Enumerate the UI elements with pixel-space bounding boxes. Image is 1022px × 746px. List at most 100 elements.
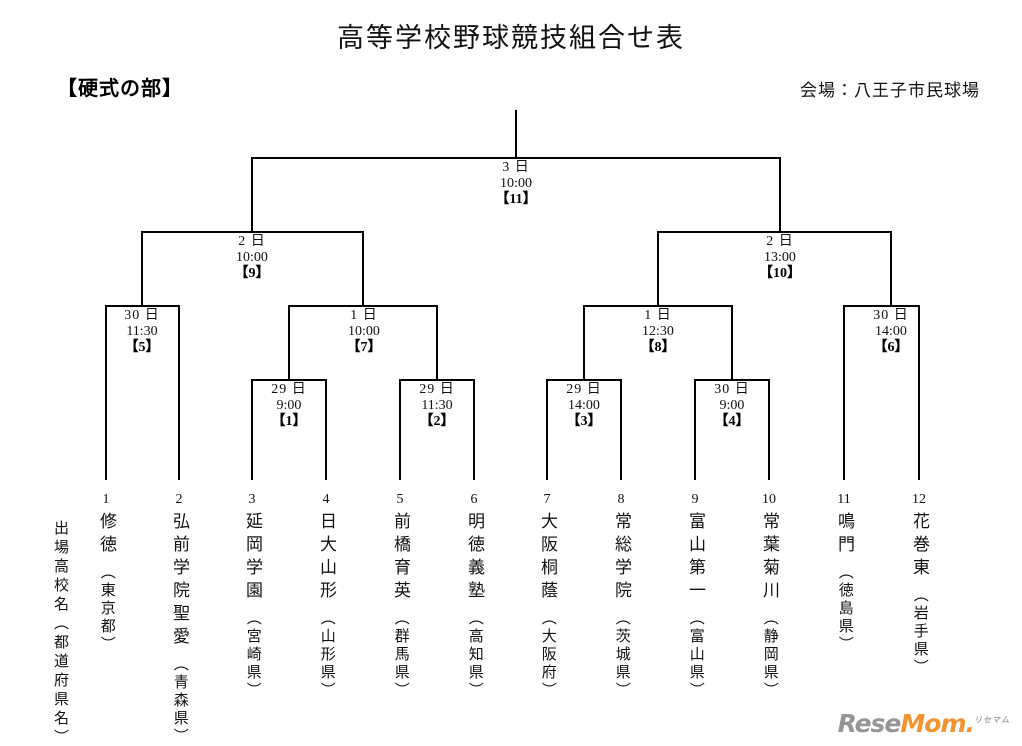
match-node-6[interactable]: 30 日 14:00 【6】 bbox=[873, 308, 909, 357]
match-day: 1 日 bbox=[644, 308, 672, 323]
team-prefecture: （高知県） bbox=[466, 610, 483, 700]
match-day: 29 日 bbox=[271, 382, 307, 397]
match-day: 29 日 bbox=[566, 382, 602, 397]
match-day: 2 日 bbox=[238, 234, 266, 249]
match-node-2[interactable]: 29 日 11:30 【2】 bbox=[419, 382, 455, 431]
watermark-lead: Rese bbox=[837, 709, 902, 738]
bracket-line-r1-4-leg-seed9 bbox=[694, 379, 696, 480]
match-node-4[interactable]: 30 日 9:00 【4】 bbox=[714, 382, 750, 431]
match-time: 14:00 bbox=[568, 398, 600, 414]
team-name: 前橋育英 bbox=[391, 512, 411, 604]
resemom-watermark: ReseMom.リセマム bbox=[838, 709, 1010, 738]
bracket-line-qf8-drop-b bbox=[731, 305, 733, 380]
match-day: 29 日 bbox=[419, 382, 455, 397]
team-prefecture: （富山県） bbox=[687, 610, 704, 700]
team-name: 花巻東 bbox=[910, 512, 930, 581]
team-prefecture: （茨城県） bbox=[613, 610, 630, 700]
match-number: 【11】 bbox=[495, 192, 537, 208]
match-day: 2 日 bbox=[766, 234, 794, 249]
seed-number-3: 3 bbox=[248, 492, 256, 507]
seed-number-11: 11 bbox=[837, 492, 851, 507]
team-entry-4[interactable]: 日大山形 （山形県） bbox=[313, 512, 339, 700]
match-node-9[interactable]: 2 日 10:00 【9】 bbox=[235, 234, 270, 283]
match-number: 【8】 bbox=[640, 340, 676, 356]
match-day: 1 日 bbox=[350, 308, 378, 323]
team-name: 明徳義塾 bbox=[465, 512, 485, 604]
team-entry-8[interactable]: 常総学院 （茨城県） bbox=[608, 512, 634, 700]
team-entry-3[interactable]: 延岡学園 （宮崎県） bbox=[239, 512, 265, 700]
bracket-line-qf6-leg-seed11 bbox=[843, 305, 845, 480]
match-number: 【4】 bbox=[714, 414, 750, 430]
match-time: 9:00 bbox=[276, 398, 302, 414]
venue-label: 会場：八王子市民球場 bbox=[800, 81, 980, 100]
seed-number-12: 12 bbox=[912, 492, 926, 507]
seed-number-8: 8 bbox=[617, 492, 625, 507]
team-name: 大阪桐蔭 bbox=[538, 512, 558, 604]
team-prefecture: （山形県） bbox=[318, 610, 335, 700]
bracket-line-r1-2-leg-seed6 bbox=[473, 379, 475, 480]
seed-number-4: 4 bbox=[322, 492, 330, 507]
team-name: 常総学院 bbox=[612, 512, 632, 604]
bracket-line-qf7-drop-a bbox=[288, 305, 290, 380]
bracket-line-qf6-horizontal bbox=[843, 305, 920, 307]
bracket-line-r1-1-leg-seed3 bbox=[251, 379, 253, 480]
team-entry-12[interactable]: 花巻東 （岩手県） bbox=[906, 512, 932, 677]
team-name: 常葉菊川 bbox=[760, 512, 780, 604]
bracket-line-qf5-leg-seed2 bbox=[178, 305, 180, 480]
match-time: 11:30 bbox=[421, 398, 453, 414]
match-node-1[interactable]: 29 日 9:00 【1】 bbox=[271, 382, 307, 431]
watermark-tail: Mom. bbox=[900, 709, 975, 738]
bracket-line-semi-right-drop-a bbox=[657, 231, 659, 306]
team-prefecture: （徳島県） bbox=[836, 564, 853, 654]
match-time: 13:00 bbox=[764, 250, 796, 266]
match-node-7[interactable]: 1 日 10:00 【7】 bbox=[347, 308, 382, 357]
team-prefecture: （岩手県） bbox=[911, 587, 928, 677]
match-node-3[interactable]: 29 日 14:00 【3】 bbox=[566, 382, 602, 431]
team-name: 修徳 bbox=[97, 512, 117, 558]
match-number: 【10】 bbox=[759, 266, 801, 282]
bracket-line-qf7-drop-b bbox=[436, 305, 438, 380]
team-prefecture: （群馬県） bbox=[392, 610, 409, 700]
team-entry-1[interactable]: 修徳 （東京都） bbox=[93, 512, 119, 654]
seed-number-10: 10 bbox=[762, 492, 776, 507]
bracket-line-qf8-horizontal bbox=[583, 305, 733, 307]
team-entry-9[interactable]: 富山第一 （富山県） bbox=[682, 512, 708, 700]
match-time: 12:30 bbox=[642, 324, 674, 340]
bracket-line-r1-4-horizontal bbox=[694, 379, 770, 381]
bracket-line-qf7-horizontal bbox=[288, 305, 438, 307]
match-node-10[interactable]: 2 日 13:00 【10】 bbox=[759, 234, 801, 283]
team-prefecture: （青森県） bbox=[171, 656, 188, 746]
bracket-line-final-left-drop bbox=[251, 157, 253, 232]
team-prefecture: （静岡県） bbox=[761, 610, 778, 700]
match-number: 【1】 bbox=[271, 414, 307, 430]
team-entry-2[interactable]: 弘前学院聖愛 （青森県） bbox=[166, 512, 192, 746]
match-number: 【5】 bbox=[124, 340, 160, 356]
match-day: 30 日 bbox=[873, 308, 909, 323]
bracket-line-semi-right-drop-b bbox=[890, 231, 892, 306]
match-time: 10:00 bbox=[348, 324, 380, 340]
match-node-11[interactable]: 3 日 10:00 【11】 bbox=[495, 160, 536, 209]
bracket-line-semi-left-drop-b bbox=[362, 231, 364, 306]
seed-number-1: 1 bbox=[102, 492, 110, 507]
match-time: 9:00 bbox=[719, 398, 745, 414]
team-prefecture: （宮崎県） bbox=[244, 610, 261, 700]
match-number: 【6】 bbox=[873, 340, 909, 356]
seed-number-5: 5 bbox=[396, 492, 404, 507]
seed-number-9: 9 bbox=[691, 492, 699, 507]
team-entry-11[interactable]: 鳴門 （徳島県） bbox=[831, 512, 857, 654]
seed-number-6: 6 bbox=[470, 492, 478, 507]
bracket-line-r1-1-leg-seed4 bbox=[325, 379, 327, 480]
team-entry-6[interactable]: 明徳義塾 （高知県） bbox=[461, 512, 487, 700]
match-number: 【9】 bbox=[234, 266, 270, 282]
team-entry-7[interactable]: 大阪桐蔭 （大阪府） bbox=[534, 512, 560, 700]
team-name: 日大山形 bbox=[317, 512, 337, 604]
match-node-5[interactable]: 30 日 11:30 【5】 bbox=[124, 308, 160, 357]
team-entry-10[interactable]: 常葉菊川 （静岡県） bbox=[756, 512, 782, 700]
team-entry-5[interactable]: 前橋育英 （群馬県） bbox=[387, 512, 413, 700]
bracket-line-semi-left-horizontal bbox=[141, 231, 364, 233]
bracket-line-final-right-drop bbox=[779, 157, 781, 232]
seed-number-7: 7 bbox=[543, 492, 551, 507]
bracket-line-r1-4-leg-seed10 bbox=[768, 379, 770, 480]
match-node-8[interactable]: 1 日 12:30 【8】 bbox=[641, 308, 676, 357]
team-prefecture: （大阪府） bbox=[539, 610, 556, 700]
